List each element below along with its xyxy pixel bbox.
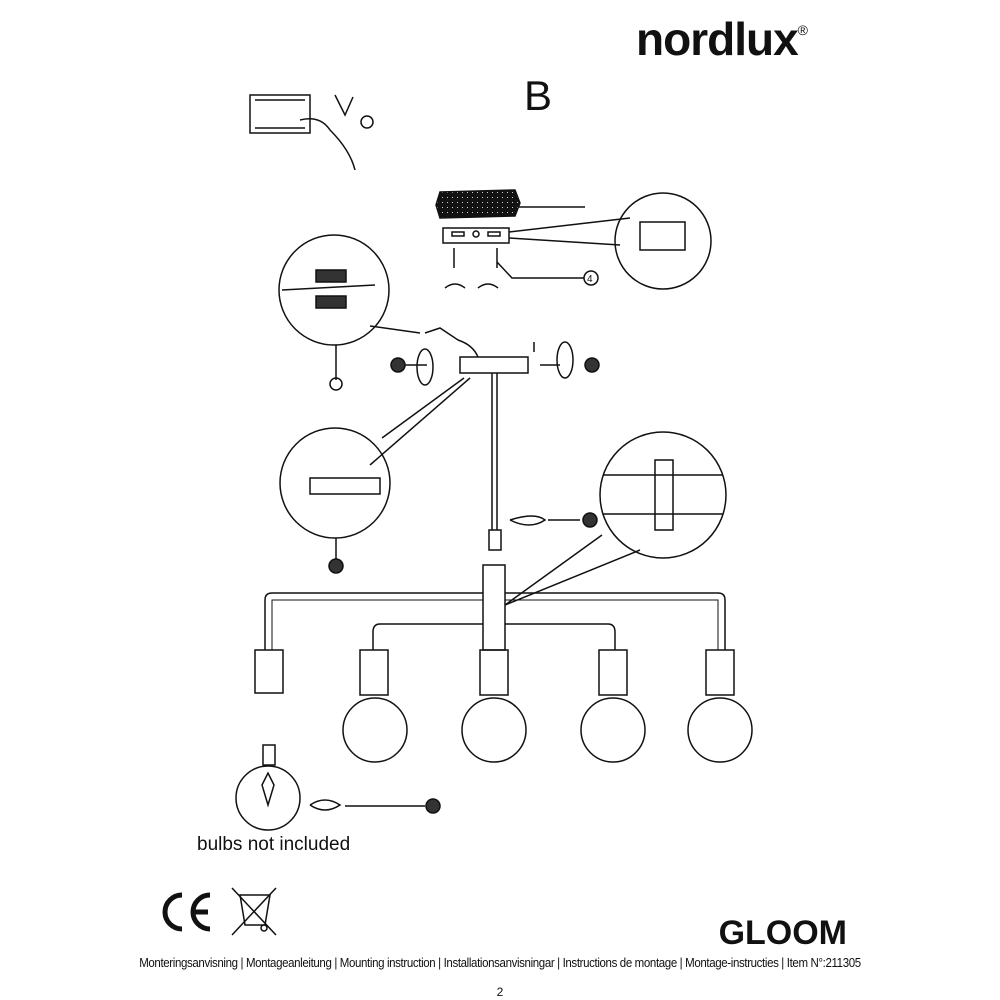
- brand-name: nordlux: [636, 13, 799, 65]
- brand-mark: ®: [797, 22, 808, 38]
- detail-circle-joint: [599, 431, 727, 559]
- terminal-block-illustration: [249, 94, 374, 171]
- detail-circle-bracket: [614, 192, 712, 290]
- brand-logo: nordlux®: [636, 12, 808, 66]
- bulbs-note: bulbs not included: [197, 834, 351, 855]
- mounting-bracket: [442, 217, 631, 289]
- sockets: [254, 649, 735, 696]
- page-number: 2: [496, 985, 504, 999]
- bulbs: [342, 697, 753, 763]
- detail-circle-canopy: [279, 427, 391, 539]
- step-label: B: [524, 72, 553, 119]
- fixture-center-column: [482, 564, 506, 651]
- callout-4: [583, 270, 599, 286]
- inner-arm: [372, 623, 616, 650]
- outer-arm: [264, 592, 726, 650]
- detail-circle-wiring: [278, 234, 390, 346]
- ce-mark: [162, 892, 211, 932]
- footer-languages: Monteringsanvisning | Montageanleitung |…: [139, 956, 861, 970]
- weee-icon: [231, 887, 277, 936]
- canopy: [459, 356, 529, 374]
- ceiling-section: [435, 189, 521, 219]
- bulb-install-illustration: [235, 744, 441, 831]
- callout-number: 4: [587, 274, 593, 285]
- product-name: GLOOM: [718, 914, 847, 952]
